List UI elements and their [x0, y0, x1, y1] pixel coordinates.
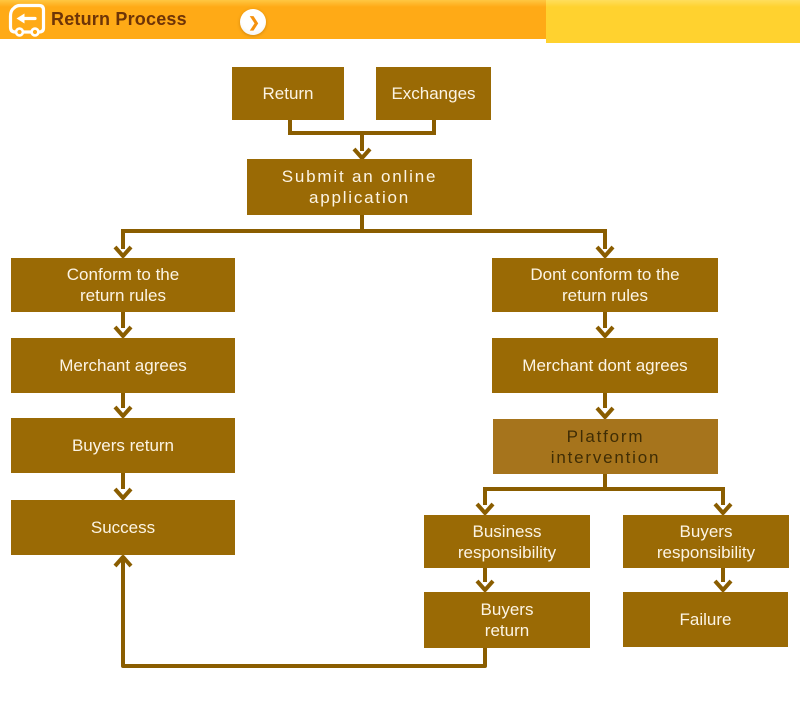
node-label: Merchant agrees [59, 356, 187, 375]
connector-merchant-dont-to-platform [595, 393, 615, 419]
node-label-line2: application [308, 188, 411, 207]
connector-buyers-return-to-success [113, 473, 133, 500]
node-label-line1: Dont conform to the [530, 265, 680, 284]
node-label: Success [90, 518, 156, 537]
node-label-line1: Platform [566, 426, 645, 446]
node-exchanges: Exchanges [376, 67, 491, 120]
header-bar-right-segment [546, 0, 800, 43]
connector-business-to-buyers-return [475, 568, 495, 592]
chevron-right-icon: ❯ [248, 14, 260, 30]
node-buyers-return-left: Buyers return [11, 418, 235, 473]
node-label-line1: Buyers [679, 521, 733, 541]
connector-submit-split [113, 215, 615, 258]
node-label: Exchanges [391, 84, 476, 103]
node-business-responsibility: Business responsibility [424, 515, 590, 568]
connector-loopback-to-success [113, 555, 487, 668]
node-label-line1: Business [472, 521, 542, 541]
node-label: Buyers return [71, 436, 175, 455]
node-submit-online-application: Submit an online application [247, 159, 472, 215]
header-bar-left-segment [0, 0, 546, 39]
node-conform-to-return-rules: Conform to the return rules [11, 258, 235, 312]
node-label-line1: Buyers [480, 600, 534, 619]
node-label: Failure [679, 610, 732, 629]
node-label-line2: responsibility [457, 542, 557, 562]
node-merchant-agrees: Merchant agrees [11, 338, 235, 393]
node-label-line2: return [484, 621, 530, 640]
node-dont-conform-to-return-rules: Dont conform to the return rules [492, 258, 718, 312]
node-label-line2: return rules [562, 286, 648, 305]
connector-buyers-resp-to-failure [713, 568, 733, 592]
node-label-line2: intervention [550, 447, 661, 467]
connector-merge-to-submit [288, 120, 436, 160]
return-truck-icon [8, 3, 46, 37]
node-buyers-responsibility: Buyers responsibility [623, 515, 789, 568]
node-platform-intervention: Platform intervention [493, 419, 718, 474]
node-label-line2: return rules [80, 286, 166, 305]
node-label: Merchant dont agrees [522, 356, 688, 375]
header-bar: Return Process ❯ [0, 0, 800, 44]
page-title: Return Process [51, 9, 187, 29]
node-buyers-return-right: Buyers return [424, 592, 590, 648]
connector-merchant-agrees-to-buyers-return [113, 393, 133, 418]
node-label-line1: Submit an online [281, 167, 438, 186]
connector-conform-to-merchant-agrees [113, 312, 133, 338]
node-return: Return [232, 67, 344, 120]
node-label-line2: responsibility [656, 542, 756, 562]
connector-platform-split [475, 474, 733, 515]
forward-chevron-circle-button[interactable]: ❯ [240, 9, 266, 35]
node-merchant-dont-agrees: Merchant dont agrees [492, 338, 718, 393]
connector-dont-conform-to-merchant-dont [595, 312, 615, 338]
node-label-line1: Conform to the [66, 265, 180, 284]
node-failure: Failure [623, 592, 788, 647]
node-label: Return [262, 84, 314, 103]
node-success: Success [11, 500, 235, 555]
